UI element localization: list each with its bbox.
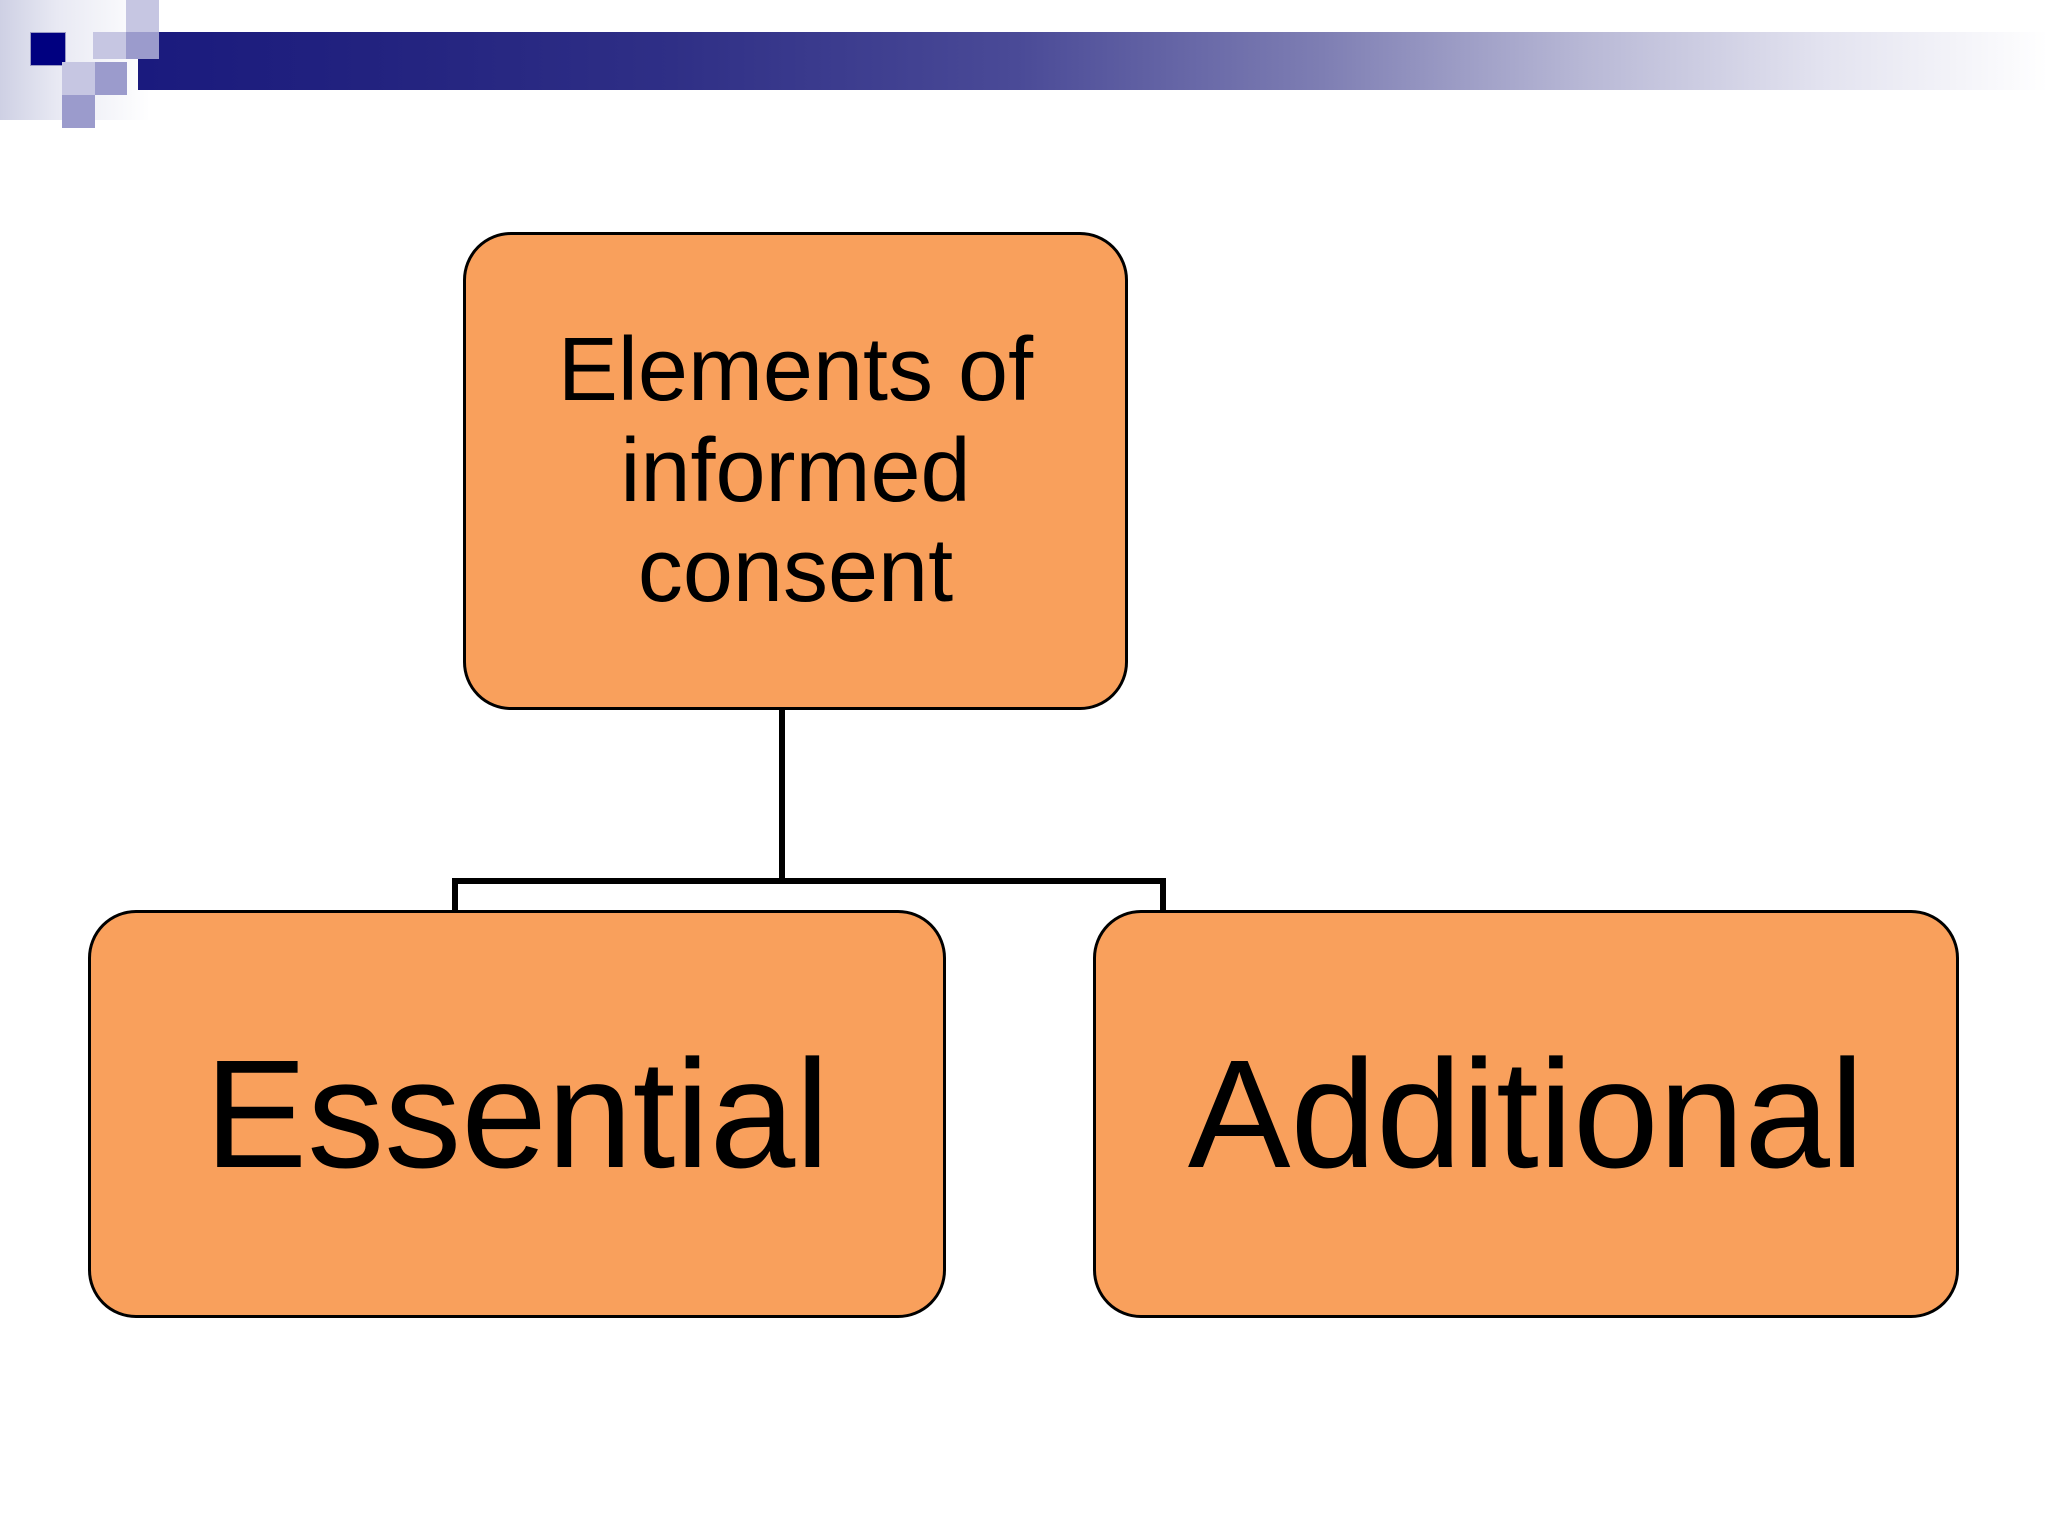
node-root[interactable]: Elements of informed consent [463,232,1128,710]
connector-horizontal-bar [452,878,1166,884]
connector-drop-left [452,878,458,914]
node-essential[interactable]: Essential [88,910,946,1318]
connector-drop-right [1160,878,1166,914]
node-additional[interactable]: Additional [1093,910,1959,1318]
node-additional-label: Additional [1187,1027,1865,1200]
node-root-label: Elements of informed consent [557,319,1034,622]
node-essential-label: Essential [204,1027,830,1200]
connector-vertical-stem [779,708,785,884]
